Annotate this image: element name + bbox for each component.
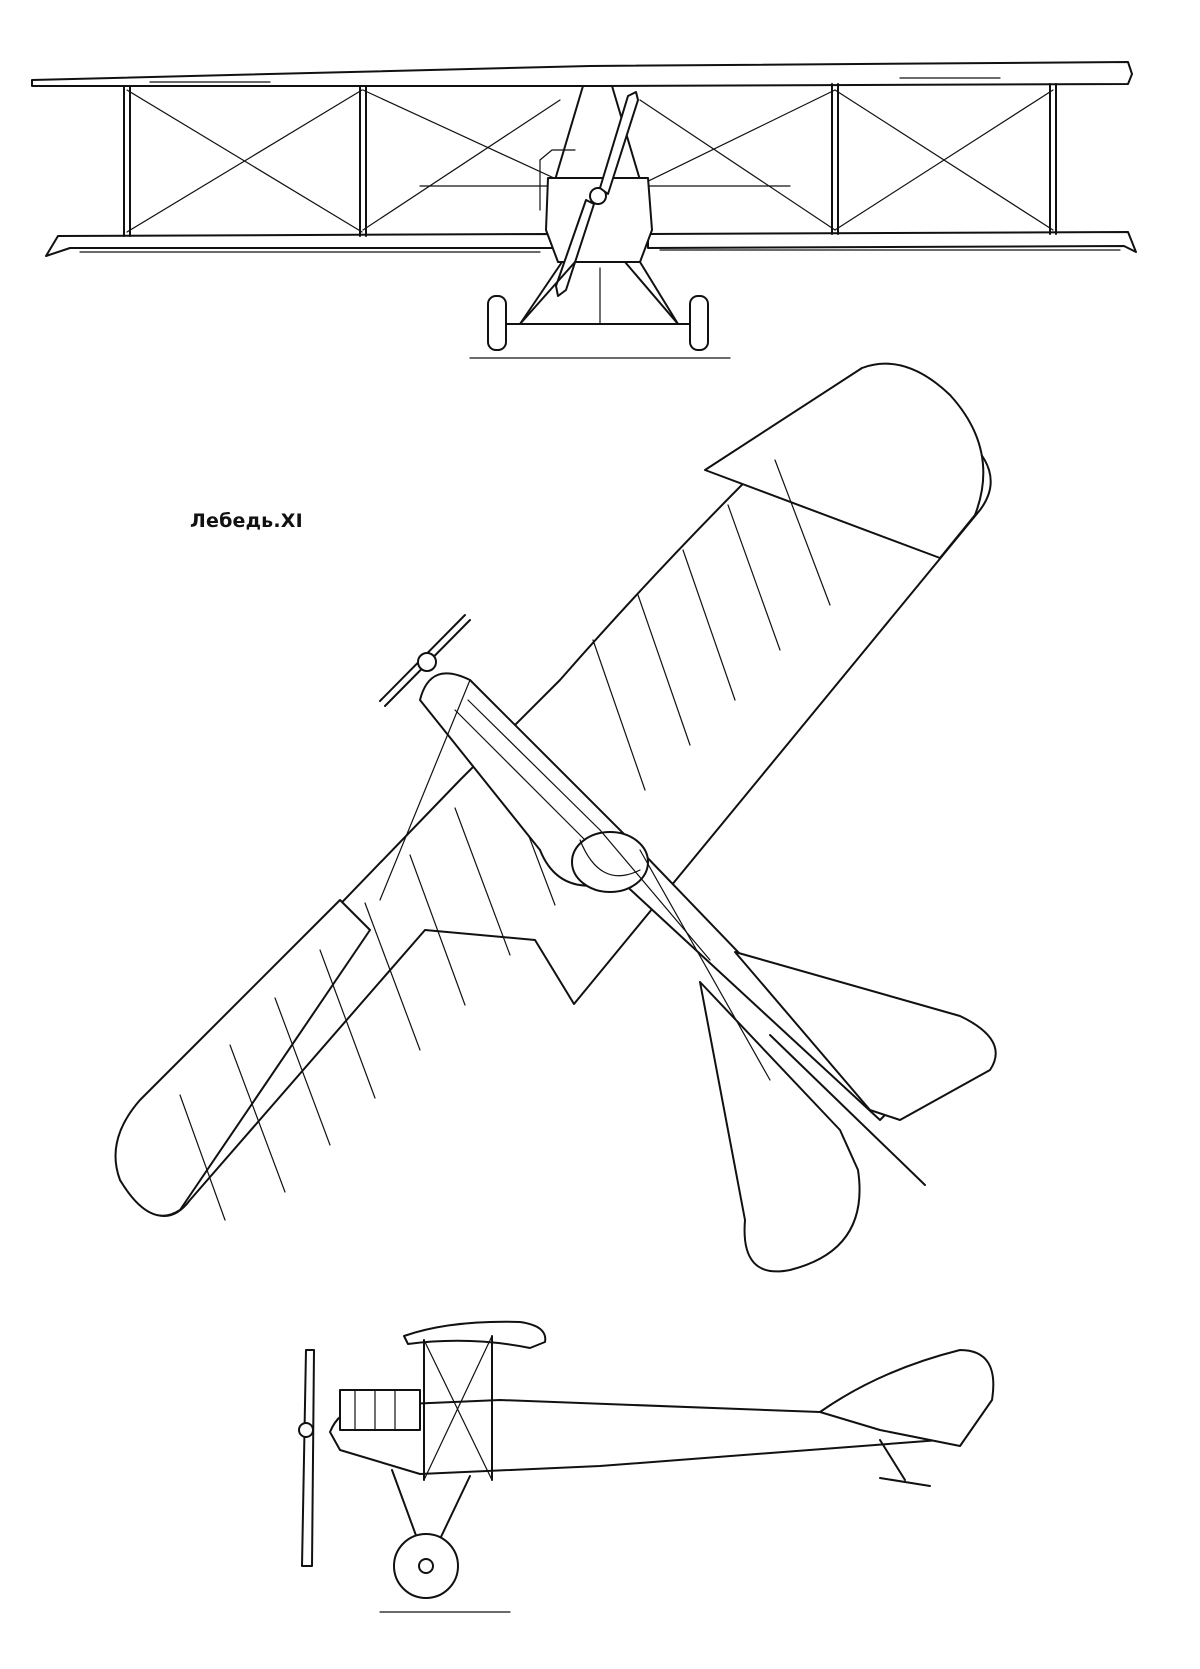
plan-view-fuselage [420, 673, 890, 1120]
plan-view-wing-ribs [180, 460, 830, 1220]
drawing-title: Лебедь.XI [190, 510, 303, 532]
side-view-fin-rudder [820, 1350, 993, 1446]
side-view-propeller [299, 1350, 314, 1566]
front-view-lower-wing [46, 232, 1136, 256]
front-view-fuselage [540, 86, 652, 262]
plan-view [116, 364, 996, 1272]
side-view-upper-wing [404, 1322, 545, 1348]
front-view-propeller [556, 92, 638, 296]
side-view-undercarriage [380, 1470, 510, 1612]
side-view-struts [424, 1336, 492, 1480]
front-view-interplane-struts [124, 84, 1056, 236]
plan-view-tailplane [700, 952, 996, 1271]
side-view [299, 1322, 993, 1612]
front-view-undercarriage [470, 262, 730, 358]
front-view-upper-wing [32, 62, 1132, 86]
front-view-bracing-wires [127, 90, 1053, 232]
plan-view-wires [380, 680, 925, 1185]
front-view [32, 62, 1136, 358]
side-view-tail-skid [880, 1440, 930, 1486]
side-view-engine [340, 1390, 420, 1430]
plan-view-propeller [380, 615, 470, 706]
